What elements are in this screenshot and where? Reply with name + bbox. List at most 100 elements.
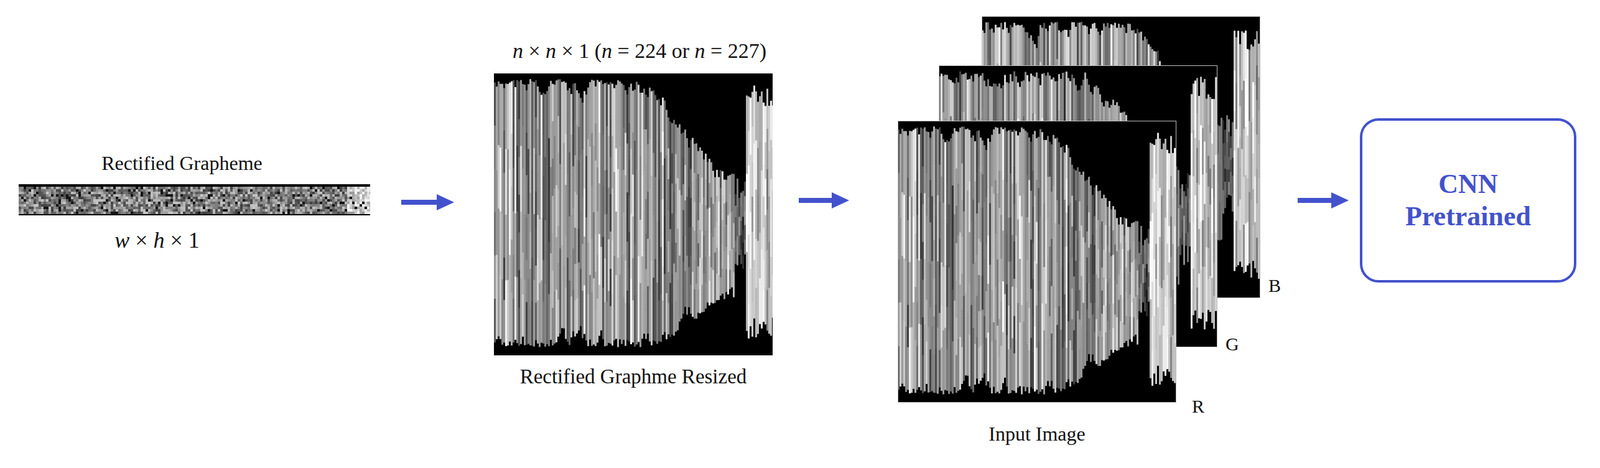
texture-cell: [46, 211, 49, 214]
texture-cell: [36, 189, 39, 192]
texture-cell: [182, 201, 186, 205]
texture-cell: [130, 204, 134, 207]
texture-cell: [327, 191, 330, 195]
texture-cell: [41, 189, 44, 192]
texture-cell: [247, 189, 251, 192]
texture-cell: [309, 196, 313, 200]
texture-cell: [26, 194, 29, 197]
texture-cell: [292, 209, 295, 212]
texture-cell: [324, 186, 328, 190]
texture-cell: [182, 191, 186, 195]
texture-cell: [200, 186, 203, 190]
texture-cell: [334, 206, 338, 210]
texture-cell: [269, 196, 273, 200]
texture-cell: [48, 206, 52, 210]
texture-cell: [232, 201, 236, 205]
texture-cell: [125, 204, 129, 207]
texture-cell: [594, 308, 597, 346]
texture-cell: [172, 209, 176, 212]
texture-cell: [242, 196, 246, 200]
texture-cell: [123, 209, 126, 212]
texture-cell: [185, 194, 188, 197]
texture-cell: [334, 194, 338, 197]
texture-cell: [646, 97, 649, 145]
texture-cell: [182, 194, 186, 197]
texture-cell: [319, 189, 323, 192]
texture-cell: [105, 186, 109, 190]
texture-cell: [90, 189, 94, 192]
texture-cell: [265, 196, 268, 200]
texture-cell: [172, 211, 176, 214]
texture-cell: [88, 199, 91, 202]
texture-cell: [88, 186, 91, 190]
texture-cell: [195, 186, 198, 190]
texture-cell: [153, 204, 156, 207]
texture-cell: [195, 199, 198, 202]
texture-cell: [100, 206, 104, 210]
texture-cell: [620, 83, 623, 171]
texture-cell: [73, 194, 76, 197]
texture-cell: [602, 288, 605, 340]
texture-cell: [162, 194, 166, 197]
texture-cell: [337, 204, 340, 207]
texture-cell: [369, 211, 371, 214]
texture-cell: [172, 186, 176, 190]
texture-cell: [257, 211, 261, 214]
texture-cell: [322, 194, 325, 197]
texture-cell: [23, 201, 27, 205]
texture-cell: [58, 206, 61, 210]
texture-cell: [339, 196, 343, 200]
texture-cell: [78, 196, 81, 200]
texture-cell: [534, 265, 537, 303]
texture-cell: [240, 196, 243, 200]
texture-cell: [557, 79, 560, 117]
texture-cell: [269, 194, 273, 197]
texture-cell: [165, 194, 168, 197]
texture-cell: [611, 188, 614, 242]
texture-cell: [292, 196, 295, 200]
texture-cell: [212, 196, 216, 200]
texture-cell: [197, 194, 201, 197]
texture-cell: [521, 83, 524, 127]
texture-cell: [167, 201, 171, 205]
texture-cell: [68, 199, 71, 202]
texture-cell: [339, 211, 343, 214]
texture-cell: [55, 189, 59, 192]
texture-cell: [70, 191, 74, 195]
texture-cell: [596, 167, 599, 212]
texture-cell: [555, 184, 558, 238]
texture-cell: [138, 209, 141, 212]
texture-cell: [289, 211, 293, 214]
texture-cell: [63, 191, 66, 195]
texture-cell: [187, 186, 191, 190]
texture-cell: [23, 196, 27, 200]
texture-cell: [287, 211, 290, 214]
texture-cell: [260, 206, 263, 210]
texture-cell: [521, 251, 524, 295]
texture-cell: [561, 163, 563, 246]
texture-cell: [43, 189, 47, 192]
texture-cell: [225, 191, 228, 195]
texture-cell: [33, 191, 37, 195]
texture-cell: [549, 253, 552, 340]
texture-cell: [510, 239, 513, 293]
texture-cell: [344, 186, 348, 190]
texture-cell: [255, 191, 258, 195]
texture-cell: [113, 206, 116, 210]
texture-cell: [240, 199, 243, 202]
texture-cell: [292, 186, 295, 190]
texture-cell: [650, 260, 653, 345]
texture-cell: [53, 209, 56, 212]
texture-cell: [364, 204, 368, 207]
texture-cell: [352, 194, 355, 197]
texture-cell: [299, 209, 303, 212]
texture-cell: [257, 201, 261, 205]
texture-cell: [618, 274, 621, 340]
arrow-shaft: [1297, 197, 1333, 203]
texture-cell: [190, 186, 193, 190]
texture-cell: [160, 196, 163, 200]
texture-cell: [354, 211, 358, 214]
texture-cell: [493, 125, 496, 170]
texture-cell: [83, 199, 86, 202]
texture-cell: [566, 90, 569, 175]
